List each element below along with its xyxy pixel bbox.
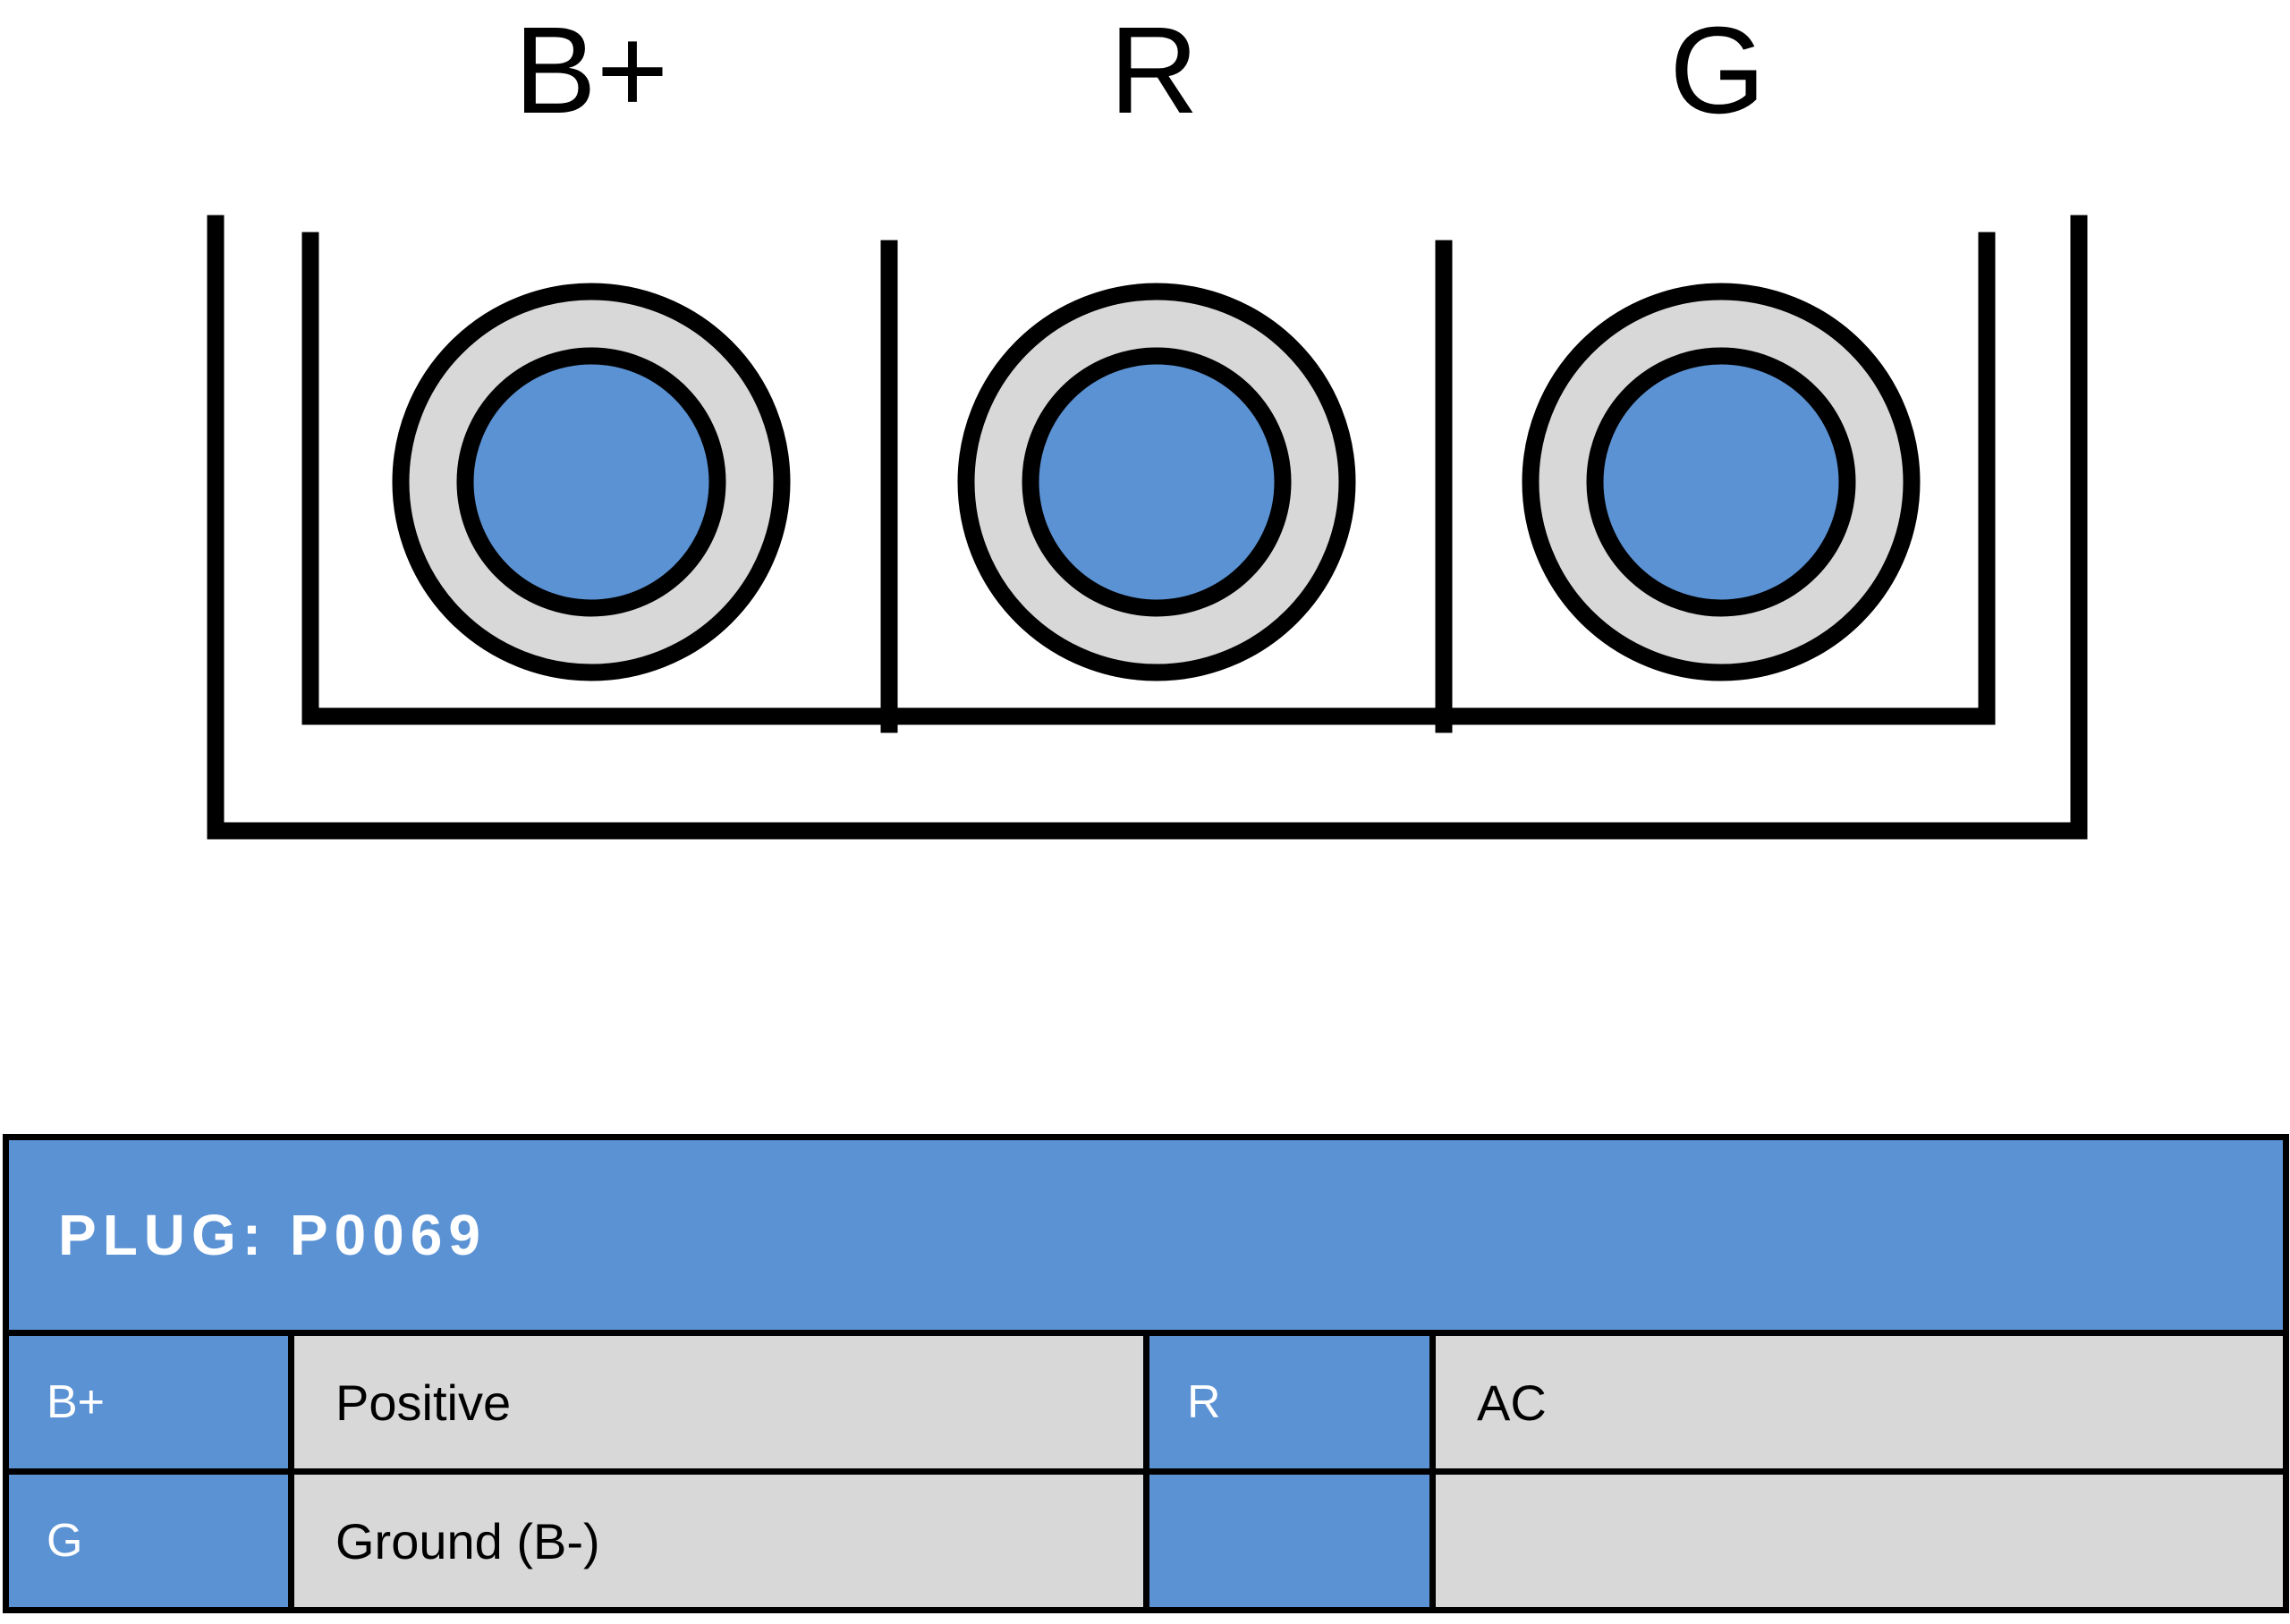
- pin-code-cell: [1143, 1468, 1436, 1613]
- table-row: B+ Positive R AC: [3, 1330, 2289, 1475]
- pin-desc-cell: Positive: [288, 1330, 1149, 1475]
- connector-diagram: B+ R G: [207, 2, 2088, 840]
- connector-inner-shell-icon: [301, 232, 1996, 725]
- pin-label-r: R: [1109, 2, 1199, 140]
- table-header-row: PLUG: P0069: [3, 1134, 2289, 1336]
- plug-title: PLUG: P0069: [3, 1134, 2289, 1336]
- terminal-g-icon: [1522, 283, 1921, 681]
- pin-desc-cell: AC: [1429, 1330, 2289, 1475]
- pin-code-cell: B+: [3, 1330, 294, 1475]
- table-row: G Ground (B-): [3, 1468, 2289, 1613]
- pin-label-g: G: [1669, 2, 1766, 140]
- pin-desc-cell: [1429, 1468, 2289, 1613]
- pin-code-cell: G: [3, 1468, 294, 1613]
- plug-pinout-table: PLUG: P0069 B+ Positive R AC G Ground (B…: [3, 1134, 2289, 1613]
- connector-body-svg: [207, 215, 2088, 840]
- connector-outer-shell-icon: [207, 215, 2088, 840]
- terminal-r-icon: [957, 283, 1356, 681]
- pin-desc-cell: Ground (B-): [288, 1468, 1149, 1613]
- pin-label-bplus: B+: [513, 2, 669, 140]
- pin-code-cell: R: [1143, 1330, 1436, 1475]
- terminal-bplus-icon: [392, 283, 791, 681]
